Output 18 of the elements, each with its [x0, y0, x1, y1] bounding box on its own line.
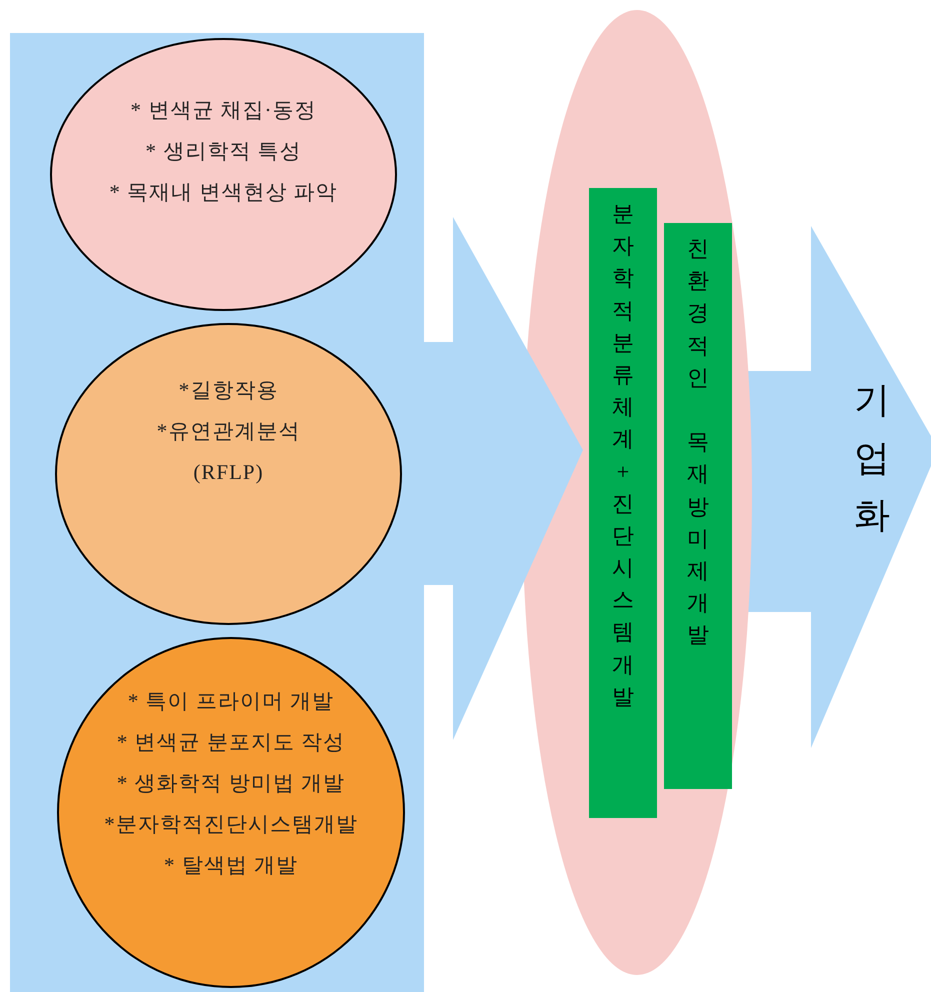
vertical-text: 기업화 [854, 381, 890, 538]
vertical-text: 친환경적인 목재방미제개발 [687, 237, 709, 650]
bullet-text: * 탈색법 개발 [164, 852, 298, 879]
block-arrow [10, 33, 583, 992]
bullet-text: *유연관계분석 [156, 418, 300, 445]
text-bar [664, 223, 732, 789]
bullet-text: *분자학적진단시스탬개발 [104, 811, 358, 838]
bullet-text: * 생화학적 방미법 개발 [116, 770, 346, 797]
bullet-text: *길항작용 [178, 377, 278, 404]
bullet-text: * 생리학적 특성 [146, 138, 302, 165]
bullet-text: * 변색균 분포지도 작성 [116, 729, 346, 756]
bullet-text: * 특이 프라이머 개발 [128, 688, 334, 715]
text-bar [589, 188, 657, 818]
bullet-text: * 변색균 채집·동정 [130, 97, 316, 124]
bullet-text: * 목재내 변색현상 파악 [109, 179, 338, 206]
vertical-text: 분자학적분류체계+진단시스템개발 [612, 202, 634, 711]
bullet-text: (RFLP) [193, 459, 264, 486]
block-arrow [748, 226, 931, 748]
